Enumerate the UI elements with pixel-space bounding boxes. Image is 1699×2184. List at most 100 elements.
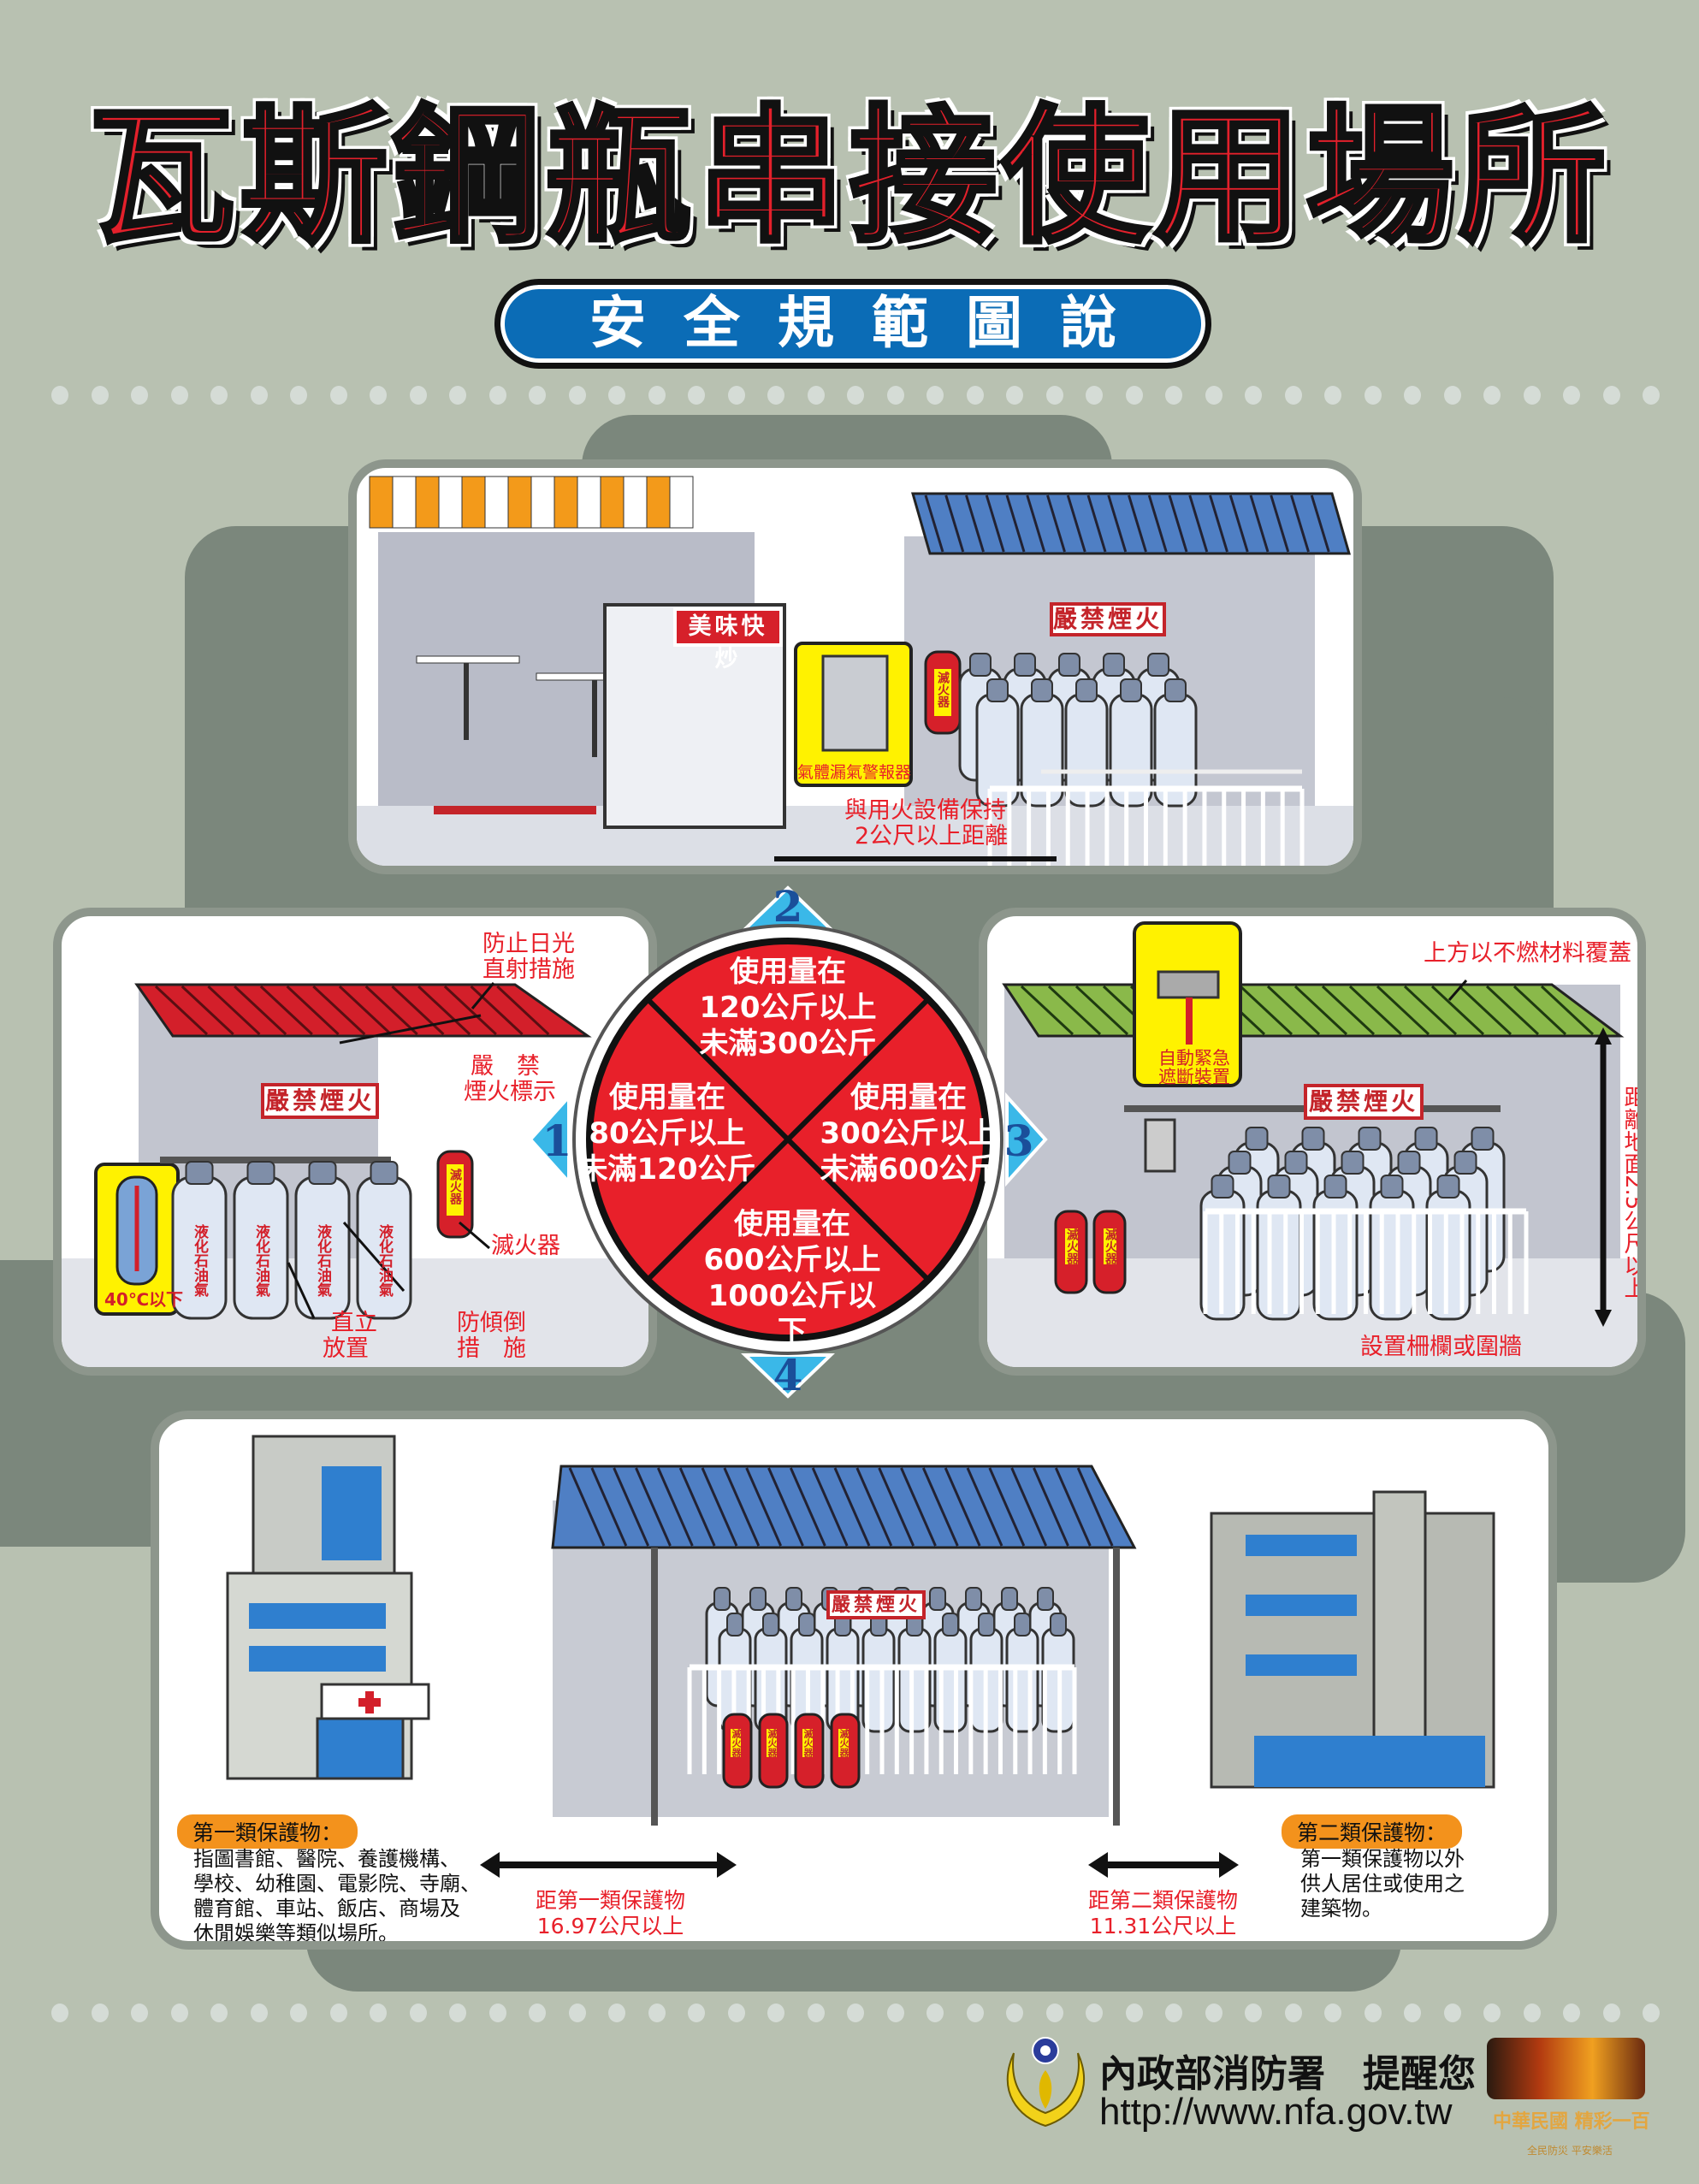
- roof-rib: [1376, 985, 1430, 1036]
- cylinder-valve: [942, 1613, 959, 1637]
- cylinder-valve: [1058, 653, 1080, 677]
- dot: [409, 386, 427, 405]
- cylinder-valve: [1453, 1151, 1477, 1175]
- extinguisher-text: 滅火器: [936, 672, 950, 707]
- cylinder-valve: [1301, 1127, 1325, 1151]
- roof-rib: [234, 985, 287, 1036]
- cylinder-valve: [308, 1161, 337, 1185]
- dot: [1086, 386, 1103, 405]
- cylinder-valve: [1228, 1151, 1252, 1175]
- dot: [926, 2003, 944, 2022]
- class1-description: 指圖書館、醫院、養護機構、學校、幼稚園、電影院、寺廟、體育館、車站、飯店、商場及…: [193, 1847, 481, 1945]
- roof-rib: [1010, 1467, 1048, 1547]
- dot-divider-bottom: [51, 2003, 1660, 2024]
- cylinder-valve: [762, 1613, 779, 1637]
- extinguisher-text: 滅火器: [1104, 1228, 1117, 1264]
- roof-rib: [833, 1467, 871, 1547]
- storage-illustration-3: [987, 921, 1637, 1367]
- roof-rib: [767, 1467, 804, 1547]
- roof-rib: [568, 1467, 606, 1547]
- cylinder-valve: [1147, 653, 1169, 677]
- dot: [1165, 2003, 1182, 2022]
- dot: [727, 386, 745, 405]
- dot: [1364, 2003, 1382, 2022]
- dot: [51, 2003, 68, 2022]
- dot: [926, 386, 944, 405]
- no-fire-sign: 嚴禁煙火: [1304, 1084, 1424, 1120]
- height-label: 距離地面2.5公尺以上: [1620, 1086, 1646, 1299]
- extinguisher-label: 滅火器: [491, 1233, 560, 1259]
- cylinder-valve: [1050, 1613, 1067, 1637]
- dot: [290, 386, 307, 405]
- dot: [1205, 2003, 1222, 2022]
- panel-120-300kg: 滅火器 美味快炒 嚴禁煙火 氣體漏氣警報器 與用火設備保持 2公尺以上距離: [348, 459, 1362, 874]
- footer-url[interactable]: http://www.nfa.gov.tw: [1099, 2091, 1453, 2133]
- dot: [1443, 2003, 1461, 2022]
- cylinder-valve: [1267, 1175, 1291, 1199]
- awning-stripe: [438, 476, 463, 529]
- roof-rib: [1513, 985, 1567, 1036]
- dot: [488, 2003, 506, 2022]
- roof-rib: [921, 1467, 959, 1547]
- dot: [290, 2003, 307, 2022]
- dot: [370, 386, 387, 405]
- roof-rib: [1047, 985, 1102, 1036]
- dot: [1324, 386, 1341, 405]
- dot: [1404, 386, 1421, 405]
- restaurant-illustration: [357, 476, 1353, 866]
- valve-label-1: 自動緊急: [1158, 1048, 1230, 1068]
- distance-arrow: [774, 856, 1057, 861]
- roof-rib: [1188, 494, 1209, 553]
- roof-rib: [1107, 494, 1128, 553]
- awning-stripe: [369, 476, 394, 529]
- anti-tip-label-2: 措 施: [457, 1335, 526, 1362]
- roof-rib: [1033, 1467, 1069, 1547]
- roof-rib: [1168, 494, 1188, 553]
- cylinder-valve: [1075, 678, 1098, 702]
- distance-label-line1: 與用火設備保持: [844, 797, 1006, 824]
- centennial-logo-text: 中華民國 精彩一百: [1493, 2110, 1650, 2133]
- dot-divider-top: [51, 386, 1660, 406]
- subtitle-banner: 安全規範圖說: [494, 279, 1211, 369]
- roof-rib: [1066, 494, 1086, 553]
- roof-rib: [900, 1467, 937, 1547]
- cylinder-label: 液化石油氣: [252, 1224, 269, 1297]
- roof-rib: [635, 1467, 672, 1547]
- awning-stripe: [554, 476, 578, 529]
- dot: [886, 386, 904, 405]
- cylinder-label: 液化石油氣: [191, 1224, 208, 1297]
- extinguisher-text: 滅火器: [838, 1729, 850, 1757]
- dot: [1205, 386, 1222, 405]
- cylinder-valve: [1414, 1127, 1438, 1151]
- dot: [529, 2003, 546, 2022]
- dot: [1364, 386, 1382, 405]
- dot: [1602, 386, 1620, 405]
- cylinder-valve: [1380, 1175, 1404, 1199]
- dot: [1324, 2003, 1341, 2022]
- dot: [170, 386, 188, 405]
- dot: [767, 386, 784, 405]
- cylinder-valve: [1436, 1175, 1460, 1199]
- dot: [1125, 386, 1143, 405]
- dot: [329, 2003, 347, 2022]
- dot: [648, 2003, 666, 2022]
- awning-stripe: [623, 476, 648, 529]
- roof-rib: [1293, 985, 1348, 1036]
- dot: [847, 2003, 864, 2022]
- dot: [688, 2003, 705, 2022]
- roof-rib: [1228, 494, 1249, 553]
- extinguisher-text: 滅火器: [802, 1729, 814, 1757]
- cover-label: 上方以不燃材料覆蓋: [1424, 940, 1631, 967]
- dot: [1443, 386, 1461, 405]
- dot: [170, 2003, 188, 2022]
- dot: [1563, 386, 1580, 405]
- roof-rib: [1540, 985, 1595, 1036]
- dot: [568, 2003, 586, 2022]
- cylinder-valve: [1245, 1127, 1269, 1151]
- shop-sign: 美味快炒: [673, 607, 783, 672]
- roof-rib: [1403, 985, 1458, 1036]
- dot: [1165, 386, 1182, 405]
- roof-rib: [496, 985, 550, 1036]
